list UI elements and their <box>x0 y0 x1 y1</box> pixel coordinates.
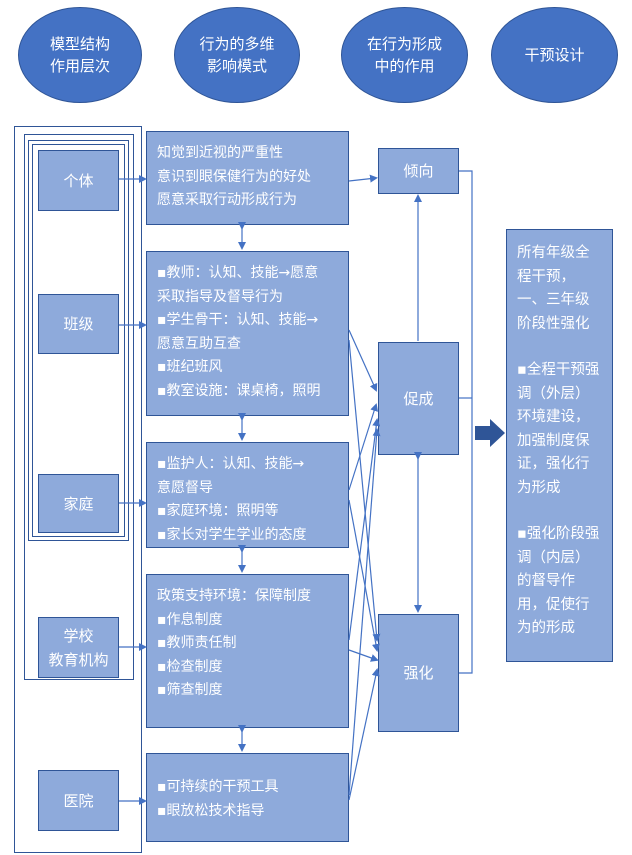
influence-family: ▪监护人：认知、技能→ 意愿督导 ▪家庭环境：照明等 ▪家长对学生学业的态度 <box>146 442 349 548</box>
design-arrow <box>475 419 505 447</box>
role-reinforce: 强化 <box>378 614 459 732</box>
connector-to-reinforce <box>348 649 379 662</box>
connector-to-promote <box>348 403 378 491</box>
connector-to-promote <box>348 428 381 796</box>
header-level: 模型结构 作用层次 <box>18 7 142 103</box>
design-paragraph: ▪强化阶段强 调（内层） 的督导作 用，促使行 为的形成 <box>517 526 600 636</box>
level-school: 学校 教育机构 <box>38 617 119 678</box>
influence-school-line: ▪教师责任制 <box>157 635 237 651</box>
header-design: 干预设计 <box>491 7 618 103</box>
connector-to-reinforce <box>348 668 380 801</box>
level-school-label: 学校 教育机构 <box>48 626 109 669</box>
influence-class-line: 愿意互助互查 <box>157 335 241 352</box>
influence-family-line: 意愿督导 <box>157 479 213 496</box>
influence-school-line: ▪作息制度 <box>157 611 223 628</box>
header-influence-label: 行为的多维 影响模式 <box>199 35 275 75</box>
header-influence: 行为的多维 影响模式 <box>174 7 300 103</box>
level-hospital-label: 医院 <box>63 791 94 810</box>
influence-class-line: ▪教室设施：课桌椅，照明 <box>157 382 321 399</box>
role-promote: 促成 <box>378 342 459 455</box>
connector-to-promote <box>348 418 381 641</box>
connector-to-tendency <box>348 174 378 183</box>
connector-to-reinforce <box>348 499 380 652</box>
influence-hospital-line: ▪眼放松技术指导 <box>157 802 265 819</box>
level-family: 家庭 <box>38 474 119 533</box>
header-level-label: 模型结构 作用层次 <box>49 35 110 75</box>
role-tendency: 倾向 <box>378 148 459 194</box>
connector-to-promote <box>348 329 378 392</box>
influence-class-line: ▪教师：认知、技能→愿意 <box>157 265 319 281</box>
influence-school-line: ▪检查制度 <box>157 658 223 675</box>
frame-class <box>32 144 125 537</box>
design-box: 所有年级全 程干预， 一、三年级 阶段性强化 ▪全程干预强 调（外层） 环境建设… <box>506 229 613 662</box>
header-design-label: 干预设计 <box>524 46 585 64</box>
influence-class-line: ▪班纪班风 <box>157 359 223 375</box>
role-reinforce-label: 强化 <box>403 664 434 682</box>
influence-hospital-line: ▪可持续的干预工具 <box>157 779 279 795</box>
level-family-label: 家庭 <box>63 494 94 513</box>
influence-individual-line: 意识到眼保健行为的好处 <box>157 168 311 185</box>
influence-individual-line: 知觉到近视的严重性 <box>157 145 283 161</box>
influence-school-line: ▪筛查制度 <box>157 682 223 698</box>
influence-class-line: ▪学生骨干：认知、技能→ <box>157 312 319 328</box>
level-hospital: 医院 <box>38 770 119 831</box>
level-class: 班级 <box>38 294 119 354</box>
influence-class: ▪教师：认知、技能→愿意 采取指导及督导行为 ▪学生骨干：认知、技能→ 愿意互助… <box>146 251 349 416</box>
influence-class-line: 采取指导及督导行为 <box>157 288 283 305</box>
influence-individual-line: 愿意采取行动形成行为 <box>157 192 297 208</box>
level-individual-label: 个体 <box>63 171 94 190</box>
influence-family-line: ▪监护人：认知、技能→ <box>157 456 305 472</box>
design-paragraph: 所有年级全 程干预， 一、三年级 阶段性强化 <box>517 245 590 332</box>
role-tendency-label: 倾向 <box>403 162 434 180</box>
influence-family-line: ▪家长对学生学业的态度 <box>157 526 307 543</box>
header-role-label: 在行为形成 中的作用 <box>366 35 442 75</box>
frame-family <box>28 140 129 541</box>
influence-hospital: ▪可持续的干预工具 ▪眼放松技术指导 <box>146 753 349 842</box>
connector-to-reinforce <box>348 339 381 642</box>
frame-outer <box>14 126 142 853</box>
frame-school <box>24 134 134 680</box>
connector-bracket <box>459 170 473 674</box>
influence-school: 政策支持环境：保障制度 ▪作息制度 ▪教师责任制 ▪检查制度 ▪筛查制度 <box>146 574 349 728</box>
design-paragraph: ▪全程干预强 调（外层） 环境建设， 加强制度保 证，强化行 为形成 <box>517 362 600 496</box>
level-individual: 个体 <box>38 150 119 211</box>
header-role: 在行为形成 中的作用 <box>341 7 468 103</box>
role-promote-label: 促成 <box>403 389 434 408</box>
influence-family-line: ▪家庭环境：照明等 <box>157 503 279 519</box>
influence-school-line: 政策支持环境：保障制度 <box>157 588 311 604</box>
level-class-label: 班级 <box>63 315 94 333</box>
